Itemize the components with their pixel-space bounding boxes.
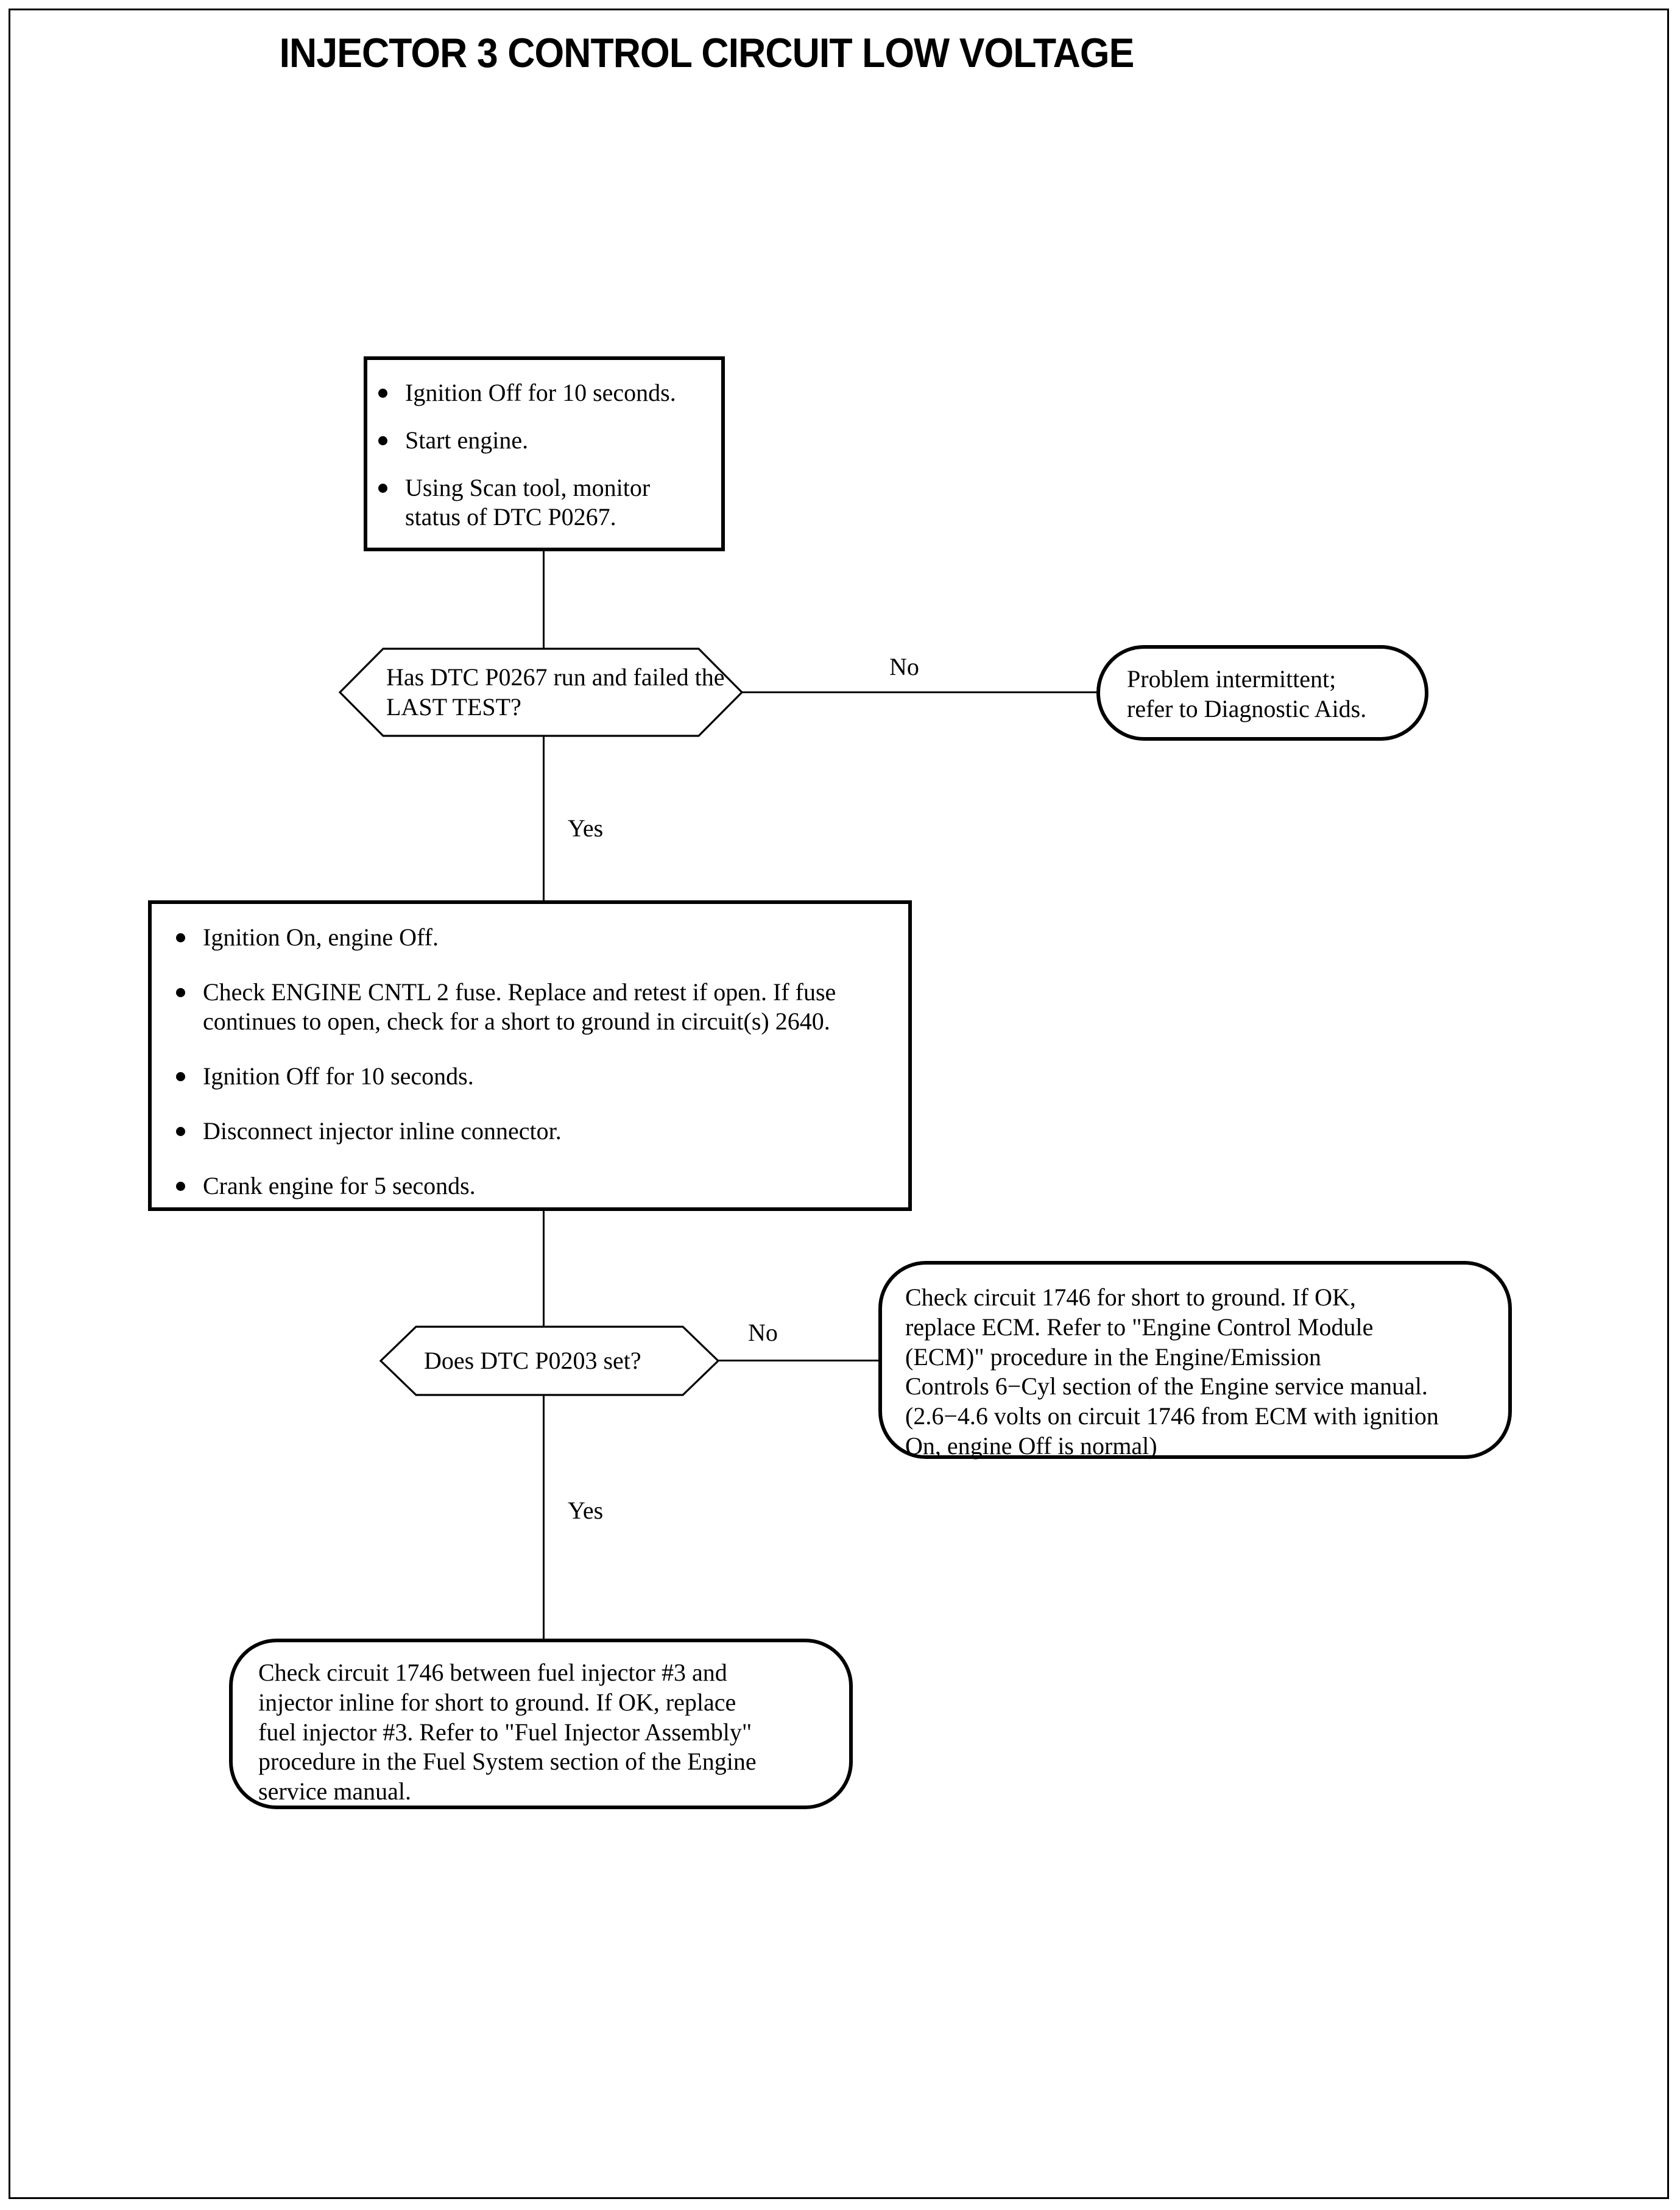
step-2-bullet-5: Crank engine for 5 seconds.: [203, 1172, 476, 1199]
decision-2-line-1: Does DTC P0203 set?: [424, 1346, 641, 1374]
hexagon-shape: [338, 648, 744, 737]
terminal-1-line-2: refer to Diagnostic Aids.: [1127, 694, 1367, 722]
step-2-bullet-4: Disconnect injector inline connector.: [203, 1117, 562, 1145]
page-border: [9, 9, 1669, 2199]
terminal-3-line-1: Check circuit 1746 between fuel injector…: [258, 1659, 727, 1686]
terminal-3-line-5: service manual.: [258, 1778, 411, 1806]
terminal-3-text: Check circuit 1746 between fuel injector…: [233, 1642, 849, 1807]
connector-step1-to-decision1: [543, 551, 545, 649]
list-item: Using Scan tool, monitor status of DTC P…: [367, 473, 721, 532]
terminal-2-text: Check circuit 1746 for short to ground. …: [882, 1265, 1508, 1461]
step-2-bullet-2: Check ENGINE CNTL 2 fuse. Replace and re…: [203, 978, 836, 1035]
step-2-bullet-list: Ignition On, engine Off. Check ENGINE CN…: [152, 923, 908, 1201]
step-2-bullet-3: Ignition Off for 10 seconds.: [203, 1062, 474, 1090]
terminal-1-line-1: Problem intermittent;: [1127, 665, 1336, 693]
decision-1-line-1: Has DTC P0267 run: [386, 663, 586, 691]
step-1-process-box: Ignition Off for 10 seconds. Start engin…: [364, 356, 725, 551]
terminal-3-line-3: fuel injector #3. Refer to "Fuel Injecto…: [258, 1718, 752, 1746]
connector-step2-to-decision2: [543, 1210, 545, 1327]
terminal-2-line-5: (2.6−4.6 volts on circuit 1746 from ECM …: [905, 1402, 1439, 1430]
terminal-3-line-4: procedure in the Fuel System section of …: [258, 1748, 757, 1776]
decision-1-hexagon: Has DTC P0267 run and failed the LAST TE…: [338, 648, 744, 737]
terminal-1-stadium: Problem intermittent; refer to Diagnosti…: [1096, 645, 1428, 741]
terminal-1-text: Problem intermittent; refer to Diagnosti…: [1100, 649, 1425, 724]
step-2-process-box: Ignition On, engine Off. Check ENGINE CN…: [148, 900, 912, 1211]
list-item: Ignition Off for 10 seconds.: [367, 378, 721, 408]
list-item: Ignition On, engine Off.: [165, 923, 908, 952]
terminal-2-line-6: On, engine Off is normal): [905, 1432, 1157, 1460]
terminal-2-line-1: Check circuit 1746 for short to ground. …: [905, 1283, 1356, 1311]
terminal-2-line-4: Controls 6−Cyl section of the Engine ser…: [905, 1372, 1428, 1400]
step-1-bullet-3: Using Scan tool, monitor status of DTC P…: [405, 474, 651, 531]
decision-1-line-2: and failed the LAST TEST?: [386, 663, 725, 721]
edge-label-yes-1: Yes: [568, 814, 604, 842]
list-item: Start engine.: [367, 426, 721, 455]
connector-decision2-yes-branch: [543, 1395, 545, 1642]
list-item: Disconnect injector inline connector.: [165, 1117, 908, 1146]
connector-decision1-no-branch: [742, 691, 1100, 693]
hexagon-shape: [379, 1326, 720, 1396]
decision-2-label: Does DTC P0203 set?: [379, 1326, 764, 1396]
terminal-2-line-2: replace ECM. Refer to "Engine Control Mo…: [905, 1313, 1374, 1341]
edge-label-no-1: No: [889, 653, 919, 680]
step-1-bullet-list: Ignition Off for 10 seconds. Start engin…: [367, 378, 721, 532]
list-item: Check ENGINE CNTL 2 fuse. Replace and re…: [165, 978, 908, 1036]
terminal-2-stadium: Check circuit 1746 for short to ground. …: [878, 1261, 1512, 1461]
connector-decision2-no-branch: [718, 1360, 880, 1361]
connector-decision1-yes-branch: [543, 736, 545, 902]
decision-1-label: Has DTC P0267 run and failed the LAST TE…: [339, 648, 791, 737]
terminal-3-stadium: Check circuit 1746 between fuel injector…: [229, 1639, 853, 1809]
terminal-3-line-2: injector inline for short to ground. If …: [258, 1688, 736, 1716]
step-1-bullet-2: Start engine.: [405, 426, 529, 454]
list-item: Crank engine for 5 seconds.: [165, 1171, 908, 1201]
step-2-bullet-1: Ignition On, engine Off.: [203, 923, 439, 951]
edge-label-yes-2: Yes: [568, 1497, 604, 1524]
list-item: Ignition Off for 10 seconds.: [165, 1062, 908, 1091]
terminal-2-line-3: (ECM)" procedure in the Engine/Emission: [905, 1343, 1321, 1371]
page-title: INJECTOR 3 CONTROL CIRCUIT LOW VOLTAGE: [279, 30, 1135, 76]
step-1-bullet-1: Ignition Off for 10 seconds.: [405, 379, 676, 406]
edge-label-no-2: No: [748, 1319, 778, 1346]
decision-2-hexagon: Does DTC P0203 set?: [379, 1326, 720, 1396]
